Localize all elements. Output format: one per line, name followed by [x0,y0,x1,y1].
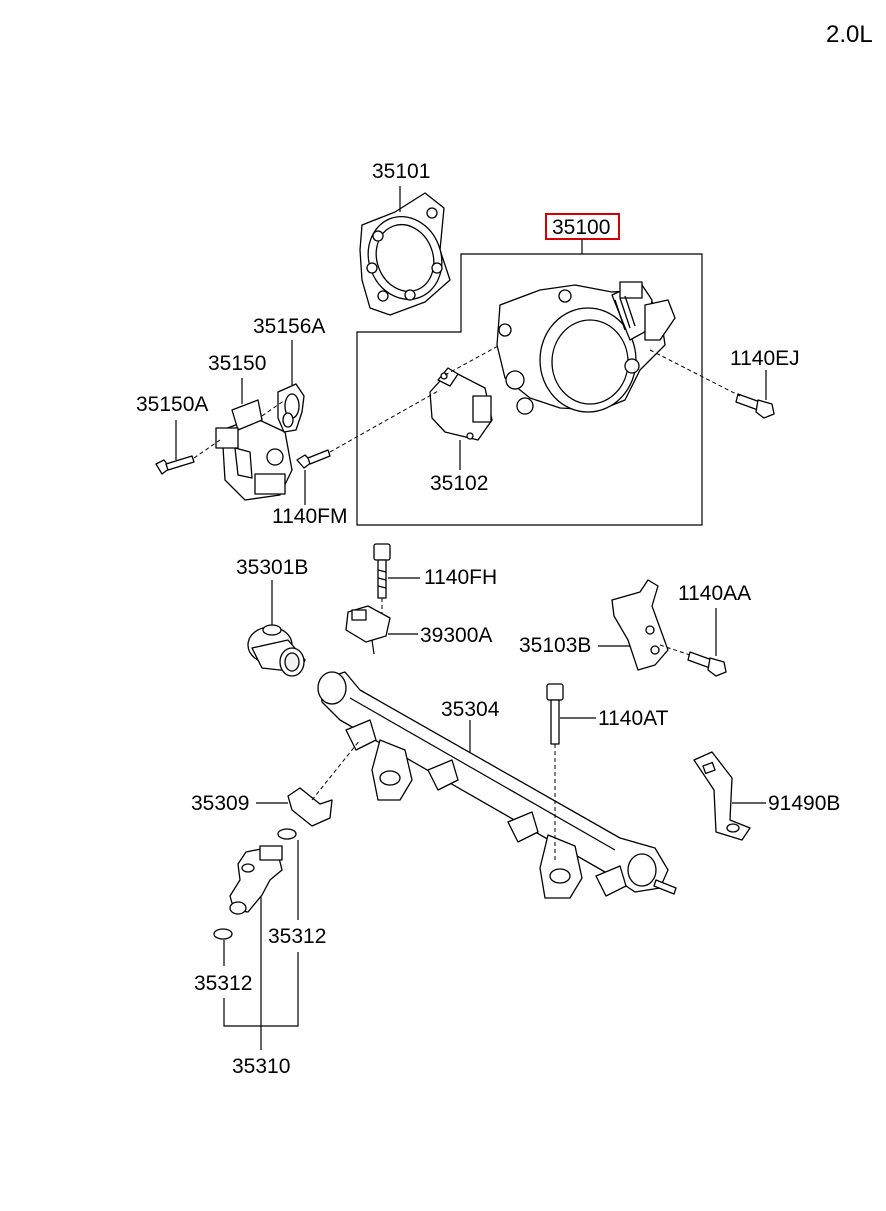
label-1140EJ[interactable]: 1140EJ [730,347,800,370]
label-91490B[interactable]: 91490B [768,792,840,815]
label-35101[interactable]: 35101 [372,160,430,183]
assembly-outline-35100 [356,253,703,526]
label-35310[interactable]: 35310 [232,1055,290,1078]
label-35103B[interactable]: 35103B [519,634,591,657]
label-1140FH[interactable]: 1140FH [424,566,497,589]
engine-label: 2.0L [826,21,873,48]
label-35312-right[interactable]: 35312 [268,925,326,948]
label-39300A[interactable]: 39300A [420,624,492,647]
label-35150A[interactable]: 35150A [136,393,208,416]
bolt-1140EJ[interactable] [735,393,775,419]
o-ring-35312-lower[interactable] [213,928,233,940]
bolt-1140AA[interactable] [687,651,727,677]
sensor-35102[interactable] [429,367,493,441]
bracket-35103B[interactable] [611,579,669,671]
regulator-35301B[interactable] [247,624,306,677]
o-ring-35312-upper[interactable] [277,828,297,840]
gasket-35101[interactable] [357,192,453,316]
clip-35309[interactable] [287,787,333,827]
sensor-39300A[interactable] [345,605,391,655]
fuel-rail-35304[interactable] [317,671,677,899]
label-35102[interactable]: 35102 [430,472,488,495]
bolt-1140FM[interactable] [296,449,331,469]
label-35156A[interactable]: 35156A [253,315,325,338]
bracket-91490B[interactable] [693,751,751,841]
label-1140AT[interactable]: 1140AT [598,707,669,730]
label-35309[interactable]: 35309 [191,792,249,815]
label-1140FM[interactable]: 1140FM [272,505,347,528]
label-35312-left[interactable]: 35312 [194,972,252,995]
bolt-35150A[interactable] [155,455,195,475]
gasket-35156A[interactable] [277,383,305,433]
label-35301B[interactable]: 35301B [236,556,308,579]
label-1140AA[interactable]: 1140AA [678,582,751,605]
label-35304[interactable]: 35304 [441,698,500,721]
label-35150[interactable]: 35150 [208,352,266,375]
bolt-1140FH[interactable] [373,543,391,599]
label-35100[interactable]: 35100 [552,216,610,239]
actuator-35150[interactable] [215,399,293,501]
throttle-body[interactable] [496,281,676,415]
bolt-1140AT[interactable] [546,683,564,745]
injector-35310[interactable] [229,845,283,915]
